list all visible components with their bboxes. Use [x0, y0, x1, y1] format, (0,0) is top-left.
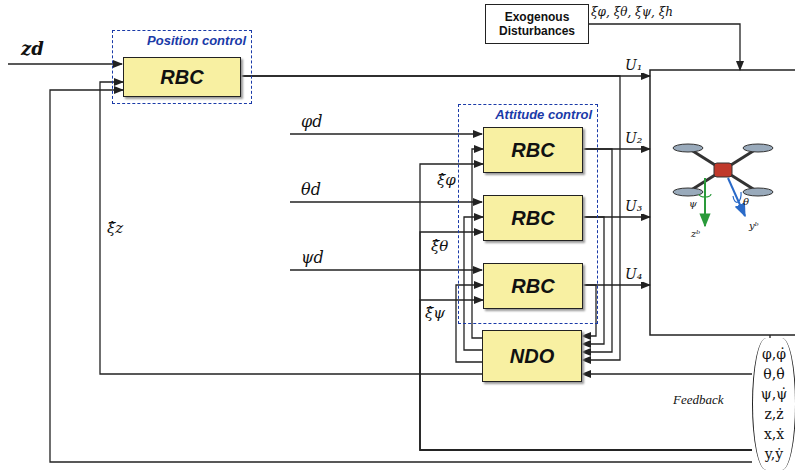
wires	[8, 24, 770, 338]
signal-connector	[100, 82, 482, 374]
controller-block: RBC	[483, 263, 583, 309]
controller-block: RBC	[483, 195, 583, 241]
control-signal: U₄	[624, 266, 643, 282]
block-label: RBC	[511, 275, 554, 298]
signal-connector	[50, 90, 752, 462]
control-signal: U₃	[624, 198, 643, 214]
control-signal: U₁	[624, 57, 643, 73]
estimate-signal: ξ̂φ	[436, 172, 457, 189]
estimate-signal: ξ̂z	[106, 220, 124, 237]
signal-connector	[464, 217, 483, 350]
control-group: Position controlRBC	[112, 30, 252, 104]
block-label: NDO	[510, 345, 554, 368]
controller-block: RBC	[123, 57, 241, 97]
axis-label: yᵇ	[748, 220, 760, 231]
observer-block: NDO	[482, 330, 582, 382]
estimate-signal: ξ̂θ	[430, 238, 449, 255]
signal-connector	[582, 217, 604, 344]
signal-connector	[582, 373, 752, 374]
signal-connector	[420, 164, 752, 450]
plant-box	[650, 70, 795, 335]
control-signal: U₂	[624, 130, 643, 146]
axis-label: θ	[742, 196, 750, 207]
controller-block: RBC	[483, 127, 583, 173]
block-label: RBC	[511, 139, 554, 162]
quadrotor-drawing	[673, 144, 773, 226]
signal-connector	[420, 232, 752, 450]
signal-connector	[582, 149, 612, 352]
feedback-vector: φ,φ̇ θ,θ̇ ψ,ψ̇ z,ż x,ẋ y,ẏ	[752, 338, 795, 470]
input-signal: φd	[300, 112, 323, 131]
input-signal: zd	[20, 38, 45, 59]
signal-connector	[582, 285, 596, 336]
group-heading: Position control	[147, 33, 246, 48]
input-signal: ψd	[300, 248, 325, 267]
signal-connector	[241, 76, 620, 360]
control-group: Attitude controlRBC RBC RBC	[458, 104, 598, 324]
axis-label: zᵇ	[690, 228, 701, 239]
block-label: Exogenous Disturbances	[486, 10, 588, 38]
signal-connector	[420, 300, 752, 450]
feedback-label: Feedback	[672, 392, 725, 408]
block-label: RBC	[160, 66, 203, 89]
axis-label: ψ	[688, 198, 698, 209]
disturbance-signal: ξφ, ξθ, ξψ, ξh	[590, 5, 674, 19]
block-label: φ,φ̇ θ,θ̇ ψ,ψ̇ z,ż x,ẋ y,ẏ	[757, 344, 791, 464]
estimate-signal: ξ̂ψ	[424, 305, 446, 322]
input-signal: θd	[300, 180, 322, 199]
group-heading: Attitude control	[495, 107, 592, 122]
disturbance-box: Exogenous Disturbances	[485, 4, 589, 44]
signal-connector	[472, 149, 483, 338]
block-label: RBC	[511, 207, 554, 230]
